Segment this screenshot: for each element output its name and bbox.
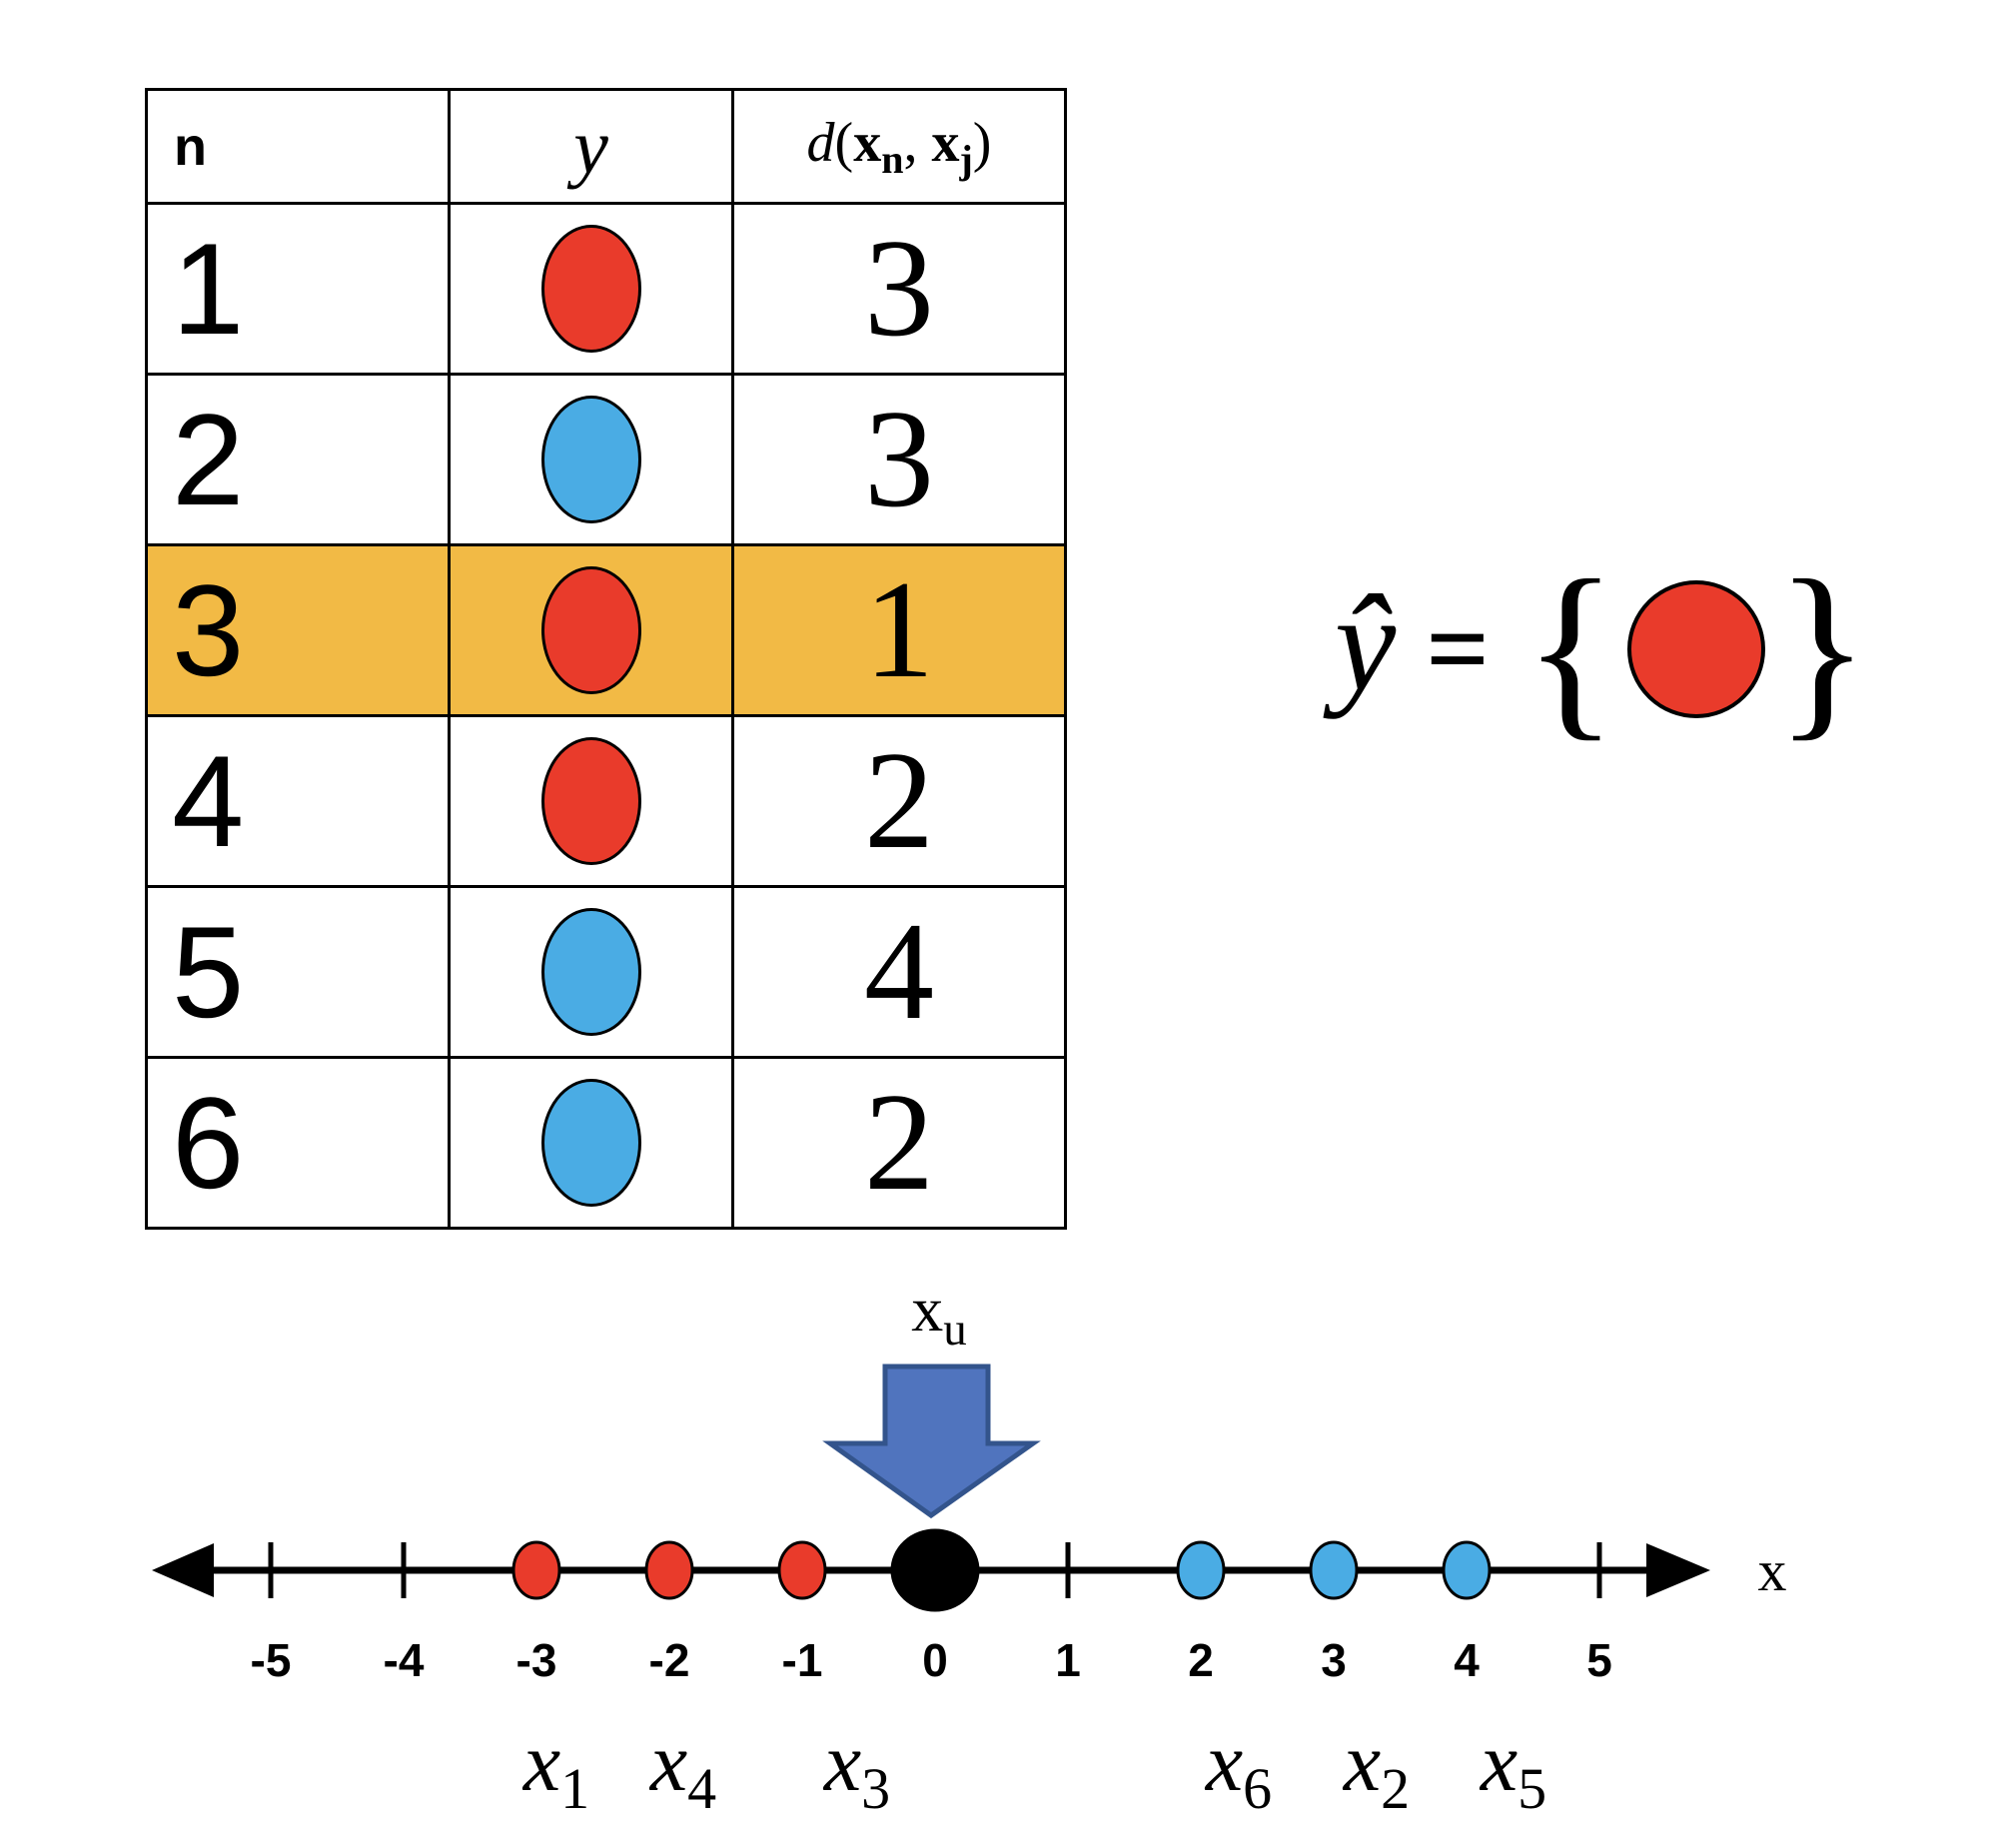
data-point [644,1540,694,1600]
point-label-sub: 4 [687,1756,716,1821]
table-row: 5 4 [145,885,1067,1059]
math-x1: x [853,111,882,174]
point-label-sub: 3 [861,1756,890,1821]
cell-class [448,1056,734,1230]
tick-label: -3 [516,1634,557,1686]
col-header-n: n [145,88,451,205]
table-row: 2 3 [145,373,1067,546]
class-dot [540,225,641,353]
cell-distance: 2 [731,1056,1067,1230]
tick-label: 1 [1055,1634,1081,1686]
class-dot [540,396,641,523]
cell-distance: 4 [731,885,1067,1059]
point-label-sub: 6 [1243,1756,1272,1821]
predicted-class-dot [1627,580,1766,718]
query-arrow-icon [822,1364,1041,1519]
tick-label: -1 [782,1634,823,1686]
table-row-highlighted: 3 1 [145,543,1067,717]
tick-label: 4 [1454,1634,1480,1686]
axis-arrow-right-icon [1646,1543,1710,1597]
axis-label-x: x [1758,1538,1787,1603]
tick-label: -2 [649,1634,690,1686]
class-dot [540,908,641,1036]
cell-n: 1 [145,202,451,376]
cell-distance: 3 [731,373,1067,546]
close-brace: } [1775,540,1870,757]
point-label: x4 [648,1716,716,1821]
class-dot [540,737,641,865]
math-d: d [806,111,835,174]
query-label-sub: u [943,1304,967,1356]
point-label-base: x [822,1716,861,1809]
point-label: x2 [1342,1716,1410,1821]
cell-n: 3 [145,543,451,717]
math-sub-j: j [959,136,973,182]
axis-arrow-left-icon [152,1543,214,1597]
point-label-base: x [648,1716,687,1809]
knn-table: n y d(xn, xj) 1 3 2 3 3 1 4 2 5 4 [145,88,1067,1230]
cell-distance: 3 [731,202,1067,376]
table-row: 4 2 [145,714,1067,888]
prediction-equation: ŷ = { } [1335,551,1873,747]
tick-label: 3 [1321,1634,1347,1686]
equals-sign: = [1426,587,1491,711]
tick-label: 5 [1586,1634,1612,1686]
math-close-paren: ) [972,111,992,174]
math-comma: , [903,111,932,174]
cell-class [448,543,734,717]
cell-class [448,714,734,888]
table-row: 6 2 [145,1056,1067,1230]
point-label-sub: 2 [1381,1756,1410,1821]
math-sub-n: n [881,136,904,182]
query-label-base: x [911,1274,943,1345]
tick-label: 0 [922,1634,948,1686]
point-label-base: x [1479,1716,1517,1809]
point-label-sub: 5 [1517,1756,1546,1821]
cell-n: 6 [145,1056,451,1230]
col-header-distance: d(xn, xj) [731,88,1067,205]
data-point [511,1540,561,1600]
table-row: 1 3 [145,202,1067,376]
data-point [1309,1540,1359,1600]
math-open-paren: ( [834,111,854,174]
math-x2: x [931,111,960,174]
header-row: n y d(xn, xj) [145,88,1067,205]
tick-label: 2 [1188,1634,1214,1686]
open-brace: { [1523,540,1618,757]
cell-class [448,202,734,376]
tick-label: -5 [251,1634,292,1686]
point-label: x1 [521,1716,589,1821]
point-label-base: x [521,1716,560,1809]
cell-n: 5 [145,885,451,1059]
data-point [1176,1540,1226,1600]
class-dot [540,1079,641,1207]
point-label-base: x [1342,1716,1381,1809]
query-label: xu [911,1274,967,1356]
query-point [890,1528,980,1612]
tick-label: -4 [384,1634,425,1686]
point-label-sub: 1 [560,1756,589,1821]
cell-distance: 1 [731,543,1067,717]
cell-class [448,373,734,546]
point-label: x6 [1204,1716,1272,1821]
cell-n: 2 [145,373,451,546]
col-header-y: y [448,88,734,205]
point-label: x5 [1479,1716,1546,1821]
point-label-base: x [1204,1716,1243,1809]
data-point [1442,1540,1492,1600]
cell-class [448,885,734,1059]
yhat-symbol: ŷ [1335,566,1397,719]
cell-n: 4 [145,714,451,888]
data-point [777,1540,827,1600]
cell-distance: 2 [731,714,1067,888]
class-dot [540,566,641,694]
point-label: x3 [822,1716,890,1821]
